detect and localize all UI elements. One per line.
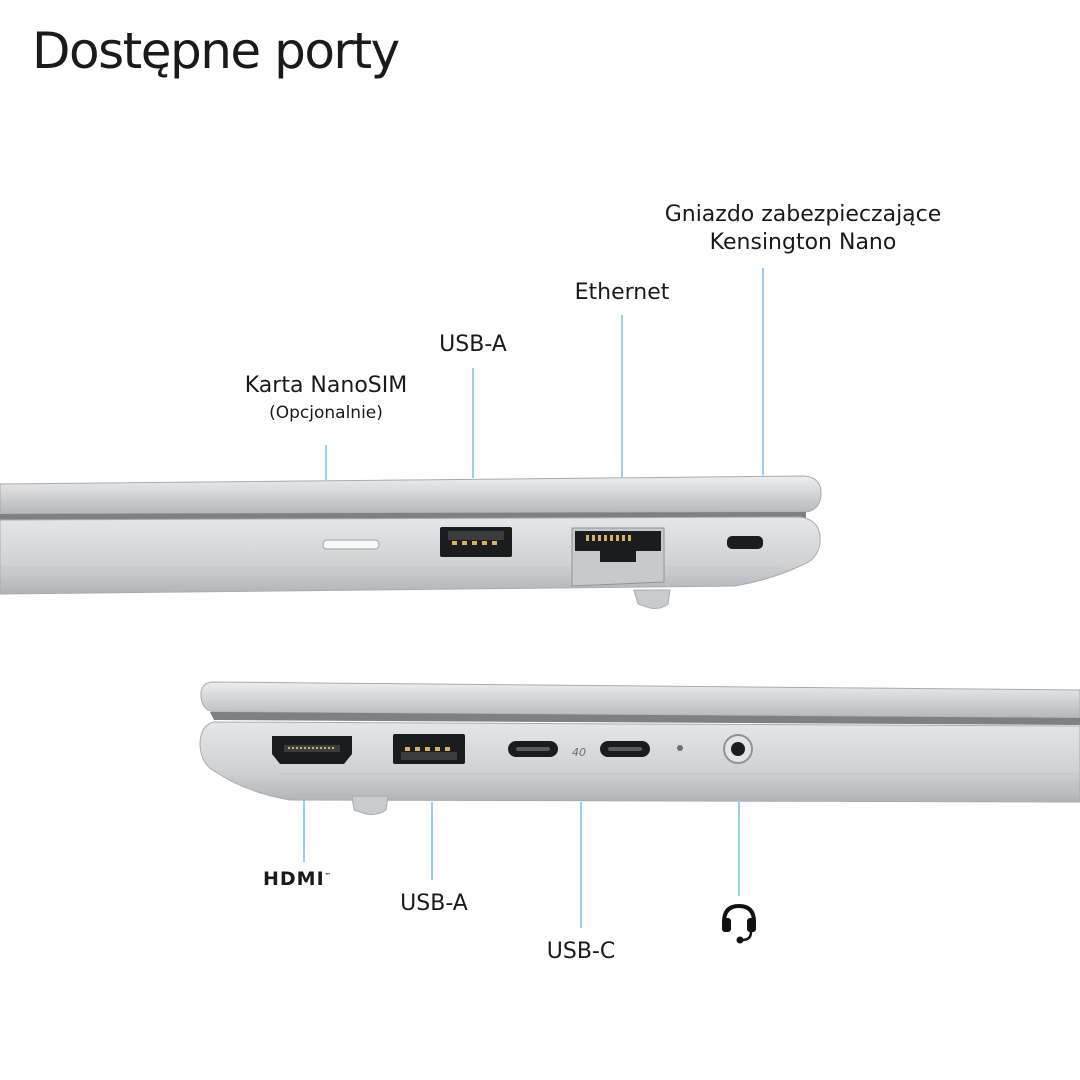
- laptop-left-side: 40: [199, 681, 1080, 815]
- label-kensington-line2: Kensington Nano: [709, 230, 897, 255]
- label-ethernet: Ethernet: [574, 280, 670, 305]
- hdmi-port: [272, 736, 352, 764]
- kensington-slot: [727, 536, 763, 549]
- label-kensington: Gniazdo zabezpieczające Kensington Nano: [630, 201, 976, 257]
- label-usb-a-bottom: USB-A: [400, 891, 468, 916]
- usb-a-port-right: [440, 527, 512, 557]
- label-kensington-line1: Gniazdo zabezpieczające: [664, 202, 942, 227]
- label-usb-c: USB-C: [546, 939, 616, 964]
- headset-icon: [722, 903, 756, 944]
- hdmi-logo: HDMI™: [263, 868, 332, 890]
- usb-a-port-left: [393, 734, 465, 764]
- leader-lines: [303, 268, 764, 928]
- label-nanosim-note: (Opcjonalnie): [269, 403, 383, 423]
- laptop-right-side: [0, 475, 822, 609]
- label-usb-a-top: USB-A: [439, 332, 507, 357]
- audio-jack: [723, 734, 753, 764]
- nanosim-slot: [322, 539, 380, 550]
- label-nanosim: Karta NanoSIM (Opcjonalnie): [220, 372, 432, 426]
- page-title: Dostępne porty: [32, 22, 400, 80]
- hdmi-logo-text: HDMI: [263, 868, 325, 890]
- ethernet-port: [571, 527, 665, 587]
- usb-c-speed-mark: 40: [572, 746, 586, 759]
- status-led: [677, 745, 683, 751]
- label-nanosim-text: Karta NanoSIM: [244, 373, 408, 398]
